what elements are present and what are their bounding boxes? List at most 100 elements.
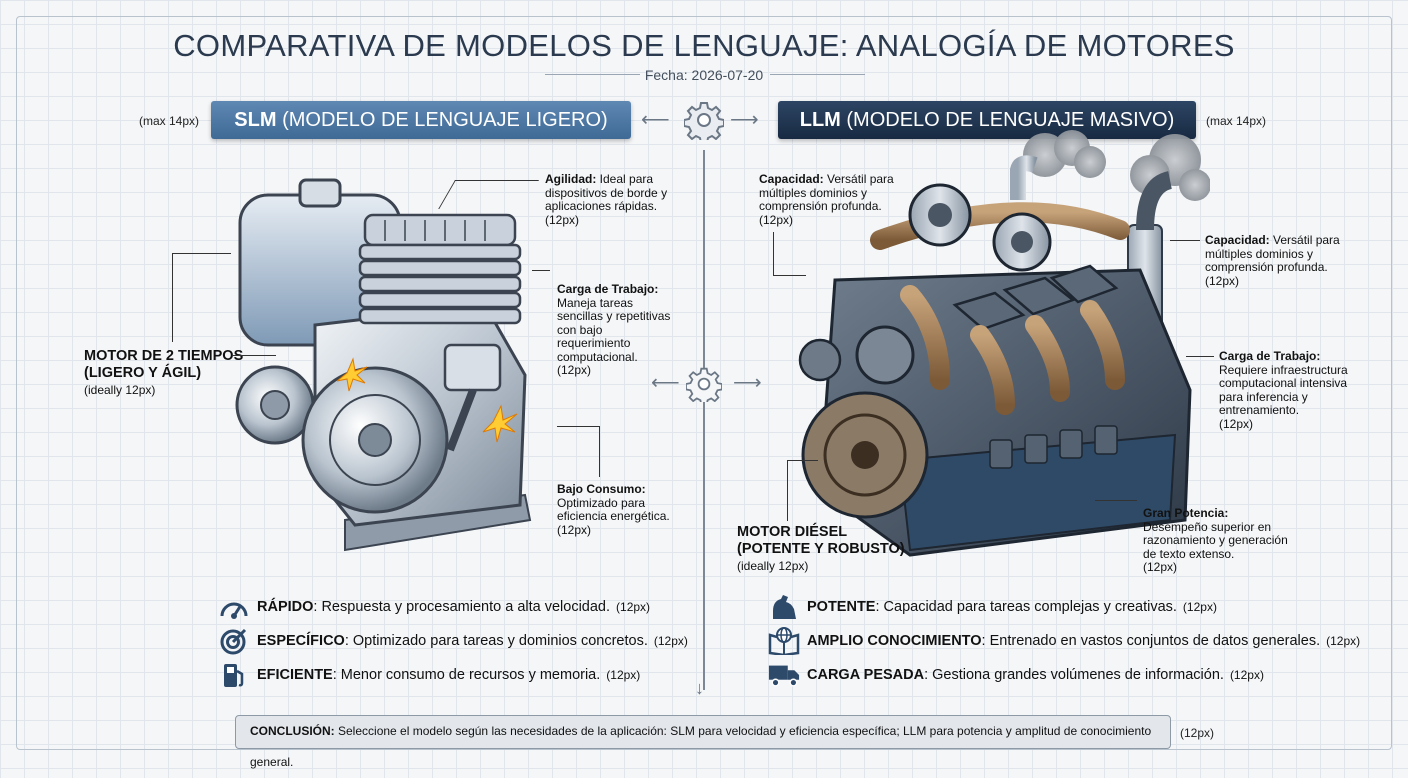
slm-ann-1-l3: requerimiento	[557, 336, 631, 350]
slm-feature-efficient: EFICIENTE: Menor consumo de recursos y m…	[218, 660, 640, 690]
llm-ann-1-title: Capacidad:	[1205, 233, 1270, 247]
slm-feature-0-text: : Respuesta y procesamiento a alta veloc…	[313, 599, 611, 615]
llm-ann-0-l0: Versátil para	[823, 172, 894, 186]
llm-pill-note: (max 14px)	[1206, 114, 1267, 128]
slm-engine-sub: (ideally 12px)	[84, 383, 156, 397]
slm-pill-rest: (MODELO DE LENGUAJE LIGERO)	[276, 109, 608, 131]
llm-ann-1-l3: (12px)	[1205, 273, 1240, 288]
llm-ann-2-l4: (12px)	[1219, 416, 1254, 431]
slm-pill-strong: SLM	[234, 109, 277, 131]
llm-feature-0-text: : Capacidad para tareas complejas y crea…	[875, 599, 1177, 615]
slm-feature-2-note: (12px)	[606, 668, 641, 682]
llm-annotation-workload: Carga de Trabajo: Requiere infraestructu…	[1219, 349, 1348, 431]
target-icon	[218, 626, 250, 656]
llm-ann-2-l1: computacional intensiva	[1219, 376, 1348, 390]
slm-ann-2-title: Bajo Consumo:	[557, 482, 646, 496]
page-title: COMPARATIVA DE MODELOS DE LENGUAJE: ANAL…	[173, 28, 1235, 63]
llm-feature-1-note: (12px)	[1326, 634, 1361, 648]
slm-annotation-consumption: Bajo Consumo: Optimizado para eficiencia…	[557, 482, 670, 537]
llm-feature-1-title: AMPLIO CONOCIMIENTO	[807, 633, 982, 649]
slm-feature-0-note: (12px)	[616, 600, 651, 614]
slm-feature-1-note: (12px)	[653, 634, 688, 648]
llm-feature-2-text: : Gestiona grandes volúmenes de informac…	[924, 667, 1224, 683]
llm-ann-1-l2: comprensión profunda.	[1205, 260, 1328, 274]
outer-frame	[16, 16, 1392, 750]
llm-feature-1-text: : Entrenado en vastos conjuntos de datos…	[981, 633, 1321, 649]
llm-workload-leader	[1186, 356, 1214, 357]
center-left-arrow-icon: ⟵	[651, 372, 680, 394]
llm-ann-3-l1: razonamiento y generación	[1143, 533, 1288, 547]
slm-ann-1-l5: (12px)	[557, 363, 592, 377]
llm-ann-3-l0: Desempeño superior en	[1143, 519, 1272, 534]
slm-consumption-leader	[557, 426, 600, 477]
slm-ann-2-l2: (12px)	[557, 522, 592, 537]
slm-ann-0-l0: Ideal para	[596, 172, 654, 186]
date-label: Fecha: 2026-07-20	[644, 67, 764, 83]
slm-header-pill: SLM (MODELO DE LENGUAJE LIGERO)	[211, 101, 631, 139]
llm-capacity-right-leader	[1170, 240, 1200, 241]
flexed-arm-icon	[768, 592, 800, 622]
slm-annotation-workload: Carga de Trabajo: Maneja tareas sencilla…	[557, 282, 670, 378]
slm-engine-label: MOTOR DE 2 TIEMPOS (LIGERO Y ÁGIL) (idea…	[84, 348, 243, 399]
speedometer-icon	[218, 592, 250, 622]
slm-ann-0-l3: (12px)	[545, 212, 580, 227]
llm-ann-0-l1: múltiples dominios y	[759, 185, 868, 200]
slm-engine-leader-a	[172, 253, 231, 342]
llm-feature-2-title: CARGA PESADA	[807, 667, 925, 683]
llm-feature-knowledge: AMPLIO CONOCIMIENTO: Entrenado en vastos…	[768, 626, 1360, 656]
llm-pill-rest: (MODELO DE LENGUAJE MASIVO)	[840, 109, 1175, 131]
gear-icon	[684, 102, 724, 140]
center-gear-icon	[686, 367, 722, 402]
slm-pill-note: (max 14px)	[139, 114, 200, 128]
llm-engine-leader	[787, 460, 818, 521]
slm-engine-label-line1: MOTOR DE 2 TIEMPOS	[84, 348, 244, 364]
llm-capacity-left-leader	[773, 232, 806, 276]
llm-ann-2-l3: entrenamiento.	[1219, 403, 1300, 417]
right-arrow-icon: ⟶	[730, 109, 759, 131]
slm-ann-2-l0: Optimizado para	[557, 495, 646, 510]
llm-ann-3-title: Gran Potencia:	[1143, 506, 1229, 520]
llm-annotation-capacity-right: Capacidad: Versátil para múltiples domin…	[1205, 233, 1340, 288]
fuel-pump-icon	[218, 660, 250, 690]
date-rule-right	[770, 74, 865, 75]
slm-engine-label-line2: (LIGERO Y ÁGIL)	[84, 365, 202, 381]
llm-feature-powerful: POTENTE: Capacidad para tareas complejas…	[768, 592, 1217, 622]
llm-header-pill: LLM (MODELO DE LENGUAJE MASIVO)	[778, 101, 1196, 139]
conclusion-box: CONCLUSIÓN: Seleccione el modelo según l…	[235, 715, 1171, 769]
slm-agility-leader	[438, 180, 539, 209]
llm-ann-2-l2: para inferencia y	[1219, 389, 1308, 404]
slm-ann-0-title: Agilidad:	[545, 172, 597, 186]
slm-feature-1-title: ESPECÍFICO	[257, 633, 345, 649]
slm-ann-2-l1: eficiencia energética.	[557, 509, 670, 523]
slm-feature-specific: ESPECÍFICO: Optimizado para tareas y dom…	[218, 626, 688, 656]
llm-feature-heavy-load: CARGA PESADA: Gestiona grandes volúmenes…	[768, 660, 1264, 690]
slm-ann-1-l0: Maneja tareas	[557, 295, 634, 310]
slm-annotation-agility: Agilidad: Ideal para dispositivos de bor…	[545, 172, 668, 227]
llm-pill-strong: LLM	[799, 109, 841, 131]
slm-feature-2-title: EFICIENTE	[257, 667, 333, 683]
llm-ann-1-l0: Versátil para	[1269, 233, 1340, 247]
slm-workload-leader	[532, 270, 550, 271]
llm-feature-0-note: (12px)	[1182, 600, 1217, 614]
llm-ann-0-title: Capacidad:	[759, 172, 824, 186]
llm-ann-3-l3: (12px)	[1143, 560, 1178, 574]
center-right-arrow-icon: ⟶	[733, 372, 762, 394]
llm-feature-0-title: POTENTE	[807, 599, 876, 615]
slm-feature-2-text: : Menor consumo de recursos y memoria.	[332, 667, 601, 683]
llm-ann-0-l2: comprensión profunda.	[759, 199, 882, 213]
slm-feature-0-title: RÁPIDO	[257, 599, 314, 615]
llm-engine-label-line1: MOTOR DIÉSEL	[737, 524, 848, 540]
book-globe-icon	[768, 626, 800, 656]
llm-ann-1-l1: múltiples dominios y	[1205, 246, 1314, 261]
llm-engine-label: MOTOR DIÉSEL (POTENTE Y ROBUSTO) (ideall…	[737, 524, 905, 575]
slm-ann-0-l2: aplicaciones rápidas.	[545, 199, 658, 213]
llm-engine-sub: (ideally 12px)	[737, 559, 809, 573]
slm-ann-0-l1: dispositivos de borde y	[545, 185, 668, 200]
left-arrow-icon: ⟵	[641, 109, 670, 131]
truck-icon	[768, 660, 800, 690]
llm-ann-2-title: Carga de Trabajo:	[1219, 349, 1321, 363]
llm-engine-label-line2: (POTENTE Y ROBUSTO)	[737, 541, 905, 557]
llm-ann-0-l3: (12px)	[759, 212, 794, 227]
slm-ann-1-title: Carga de Trabajo:	[557, 282, 659, 296]
conclusion-title: CONCLUSIÓN:	[250, 724, 335, 738]
